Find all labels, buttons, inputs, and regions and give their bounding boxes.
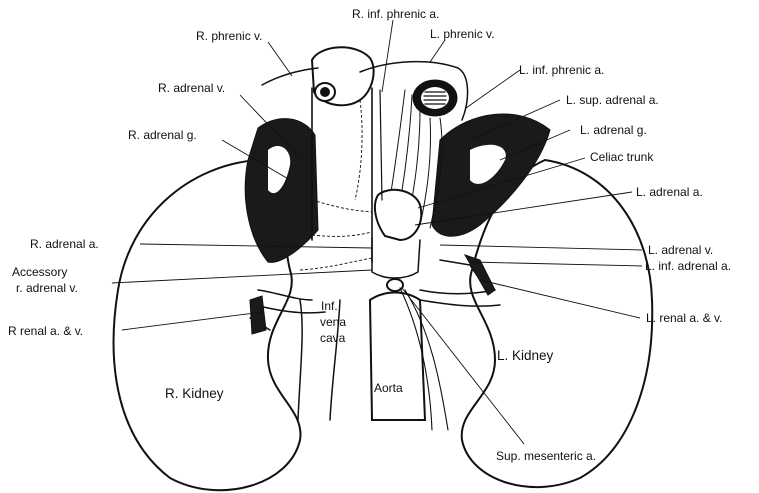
label-l-kidney: L. Kidney — [497, 348, 554, 363]
aorta-mid — [372, 238, 420, 278]
label-l-inf-phrenic-a: L. inf. phrenic a. — [519, 63, 604, 77]
inferior-vena-cava — [312, 88, 372, 262]
label-r-kidney: R. Kidney — [165, 386, 224, 401]
aorta-top-inner — [421, 87, 449, 109]
label-l-inf-adrenal-a: L. inf. adrenal a. — [645, 259, 731, 273]
label-ivc-line2: vena — [320, 315, 346, 329]
ivc-lumen-inner — [320, 87, 330, 97]
label-l-renal-av: L. renal a. & v. — [646, 311, 722, 325]
label-r-renal-av: R renal a. & v. — [8, 324, 83, 338]
label-celiac-trunk: Celiac trunk — [590, 150, 654, 164]
right-phrenic-vein — [262, 68, 318, 85]
label-l-adrenal-a: L. adrenal a. — [636, 185, 703, 199]
label-accessory-line2: r. adrenal v. — [16, 281, 78, 295]
label-ivc-line3: cava — [320, 331, 346, 345]
right-inf-phrenic-artery — [380, 90, 382, 200]
label-sup-mesenteric-a: Sup. mesenteric a. — [496, 449, 596, 463]
label-r-adrenal-v: R. adrenal v. — [158, 81, 225, 95]
label-r-adrenal-a: R. adrenal a. — [30, 237, 99, 251]
label-ivc-line1: Inf. — [321, 299, 338, 313]
label-l-adrenal-g: L. adrenal g. — [580, 123, 647, 137]
label-l-adrenal-v: L. adrenal v. — [648, 243, 713, 257]
label-r-inf-phrenic-a: R. inf. phrenic a. — [352, 7, 439, 21]
label-aorta: Aorta — [374, 381, 403, 395]
label-l-sup-adrenal-a: L. sup. adrenal a. — [566, 93, 659, 107]
label-r-adrenal-g: R. adrenal g. — [128, 128, 197, 142]
label-accessory-line1: Accessory — [12, 265, 67, 279]
right-adrenal-gland — [245, 119, 318, 263]
label-l-phrenic-v: L. phrenic v. — [430, 27, 494, 41]
label-r-phrenic-v: R. phrenic v. — [196, 29, 262, 43]
